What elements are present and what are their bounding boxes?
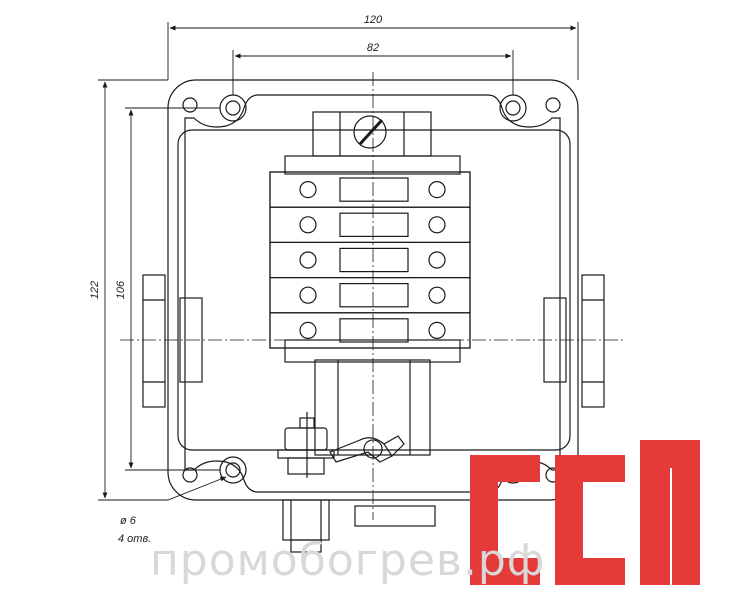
terminal-mount-post xyxy=(314,359,431,456)
mount-hole-bottom-left xyxy=(219,456,247,484)
dim-overall-width: 120 xyxy=(364,14,383,26)
terminal-label-plate xyxy=(339,212,409,237)
clamp-screw-icon xyxy=(353,115,387,149)
top-clamp xyxy=(312,111,432,157)
dim-hole-count: 4 отв. xyxy=(118,533,151,545)
dim-hole-spacing: 82 xyxy=(367,42,379,54)
terminal-screw-right-icon xyxy=(428,216,446,234)
corner-hole-top-right xyxy=(545,97,561,113)
terminal-row xyxy=(269,312,471,349)
cable-lug xyxy=(329,435,405,463)
inner-flange xyxy=(184,94,561,493)
terminal-screw-left-icon xyxy=(299,216,317,234)
terminal-label-plate xyxy=(339,283,409,308)
terminal-label-plate xyxy=(339,247,409,273)
corner-hole-bottom-left xyxy=(182,467,198,483)
dim-hole-diameter: ø 6 xyxy=(120,515,137,527)
mount-hole-top-right xyxy=(499,94,527,122)
terminal-screw-right-icon xyxy=(428,181,446,199)
terminal-screw-left-icon xyxy=(299,321,317,339)
terminal-row xyxy=(269,171,471,208)
terminal-screw-right-icon xyxy=(428,251,446,269)
terminal-screw-right-icon xyxy=(428,321,446,339)
terminal-label-plate xyxy=(339,318,409,343)
ground-bolt xyxy=(277,412,335,478)
terminal-screw-right-icon xyxy=(428,286,446,304)
dim-inner-height: 106 xyxy=(115,280,127,299)
right-gland xyxy=(543,274,605,408)
terminal-label-plate xyxy=(339,177,409,202)
left-gland xyxy=(142,274,203,408)
terminal-row xyxy=(269,241,471,279)
corner-hole-top-left xyxy=(182,97,198,113)
hole-leader xyxy=(150,476,227,501)
terminal-screw-left-icon xyxy=(299,181,317,199)
watermark-text: промобогрев.рф xyxy=(150,535,546,586)
terminal-screw-left-icon xyxy=(299,251,317,269)
terminal-row xyxy=(269,206,471,243)
dim-overall-height: 122 xyxy=(89,281,101,299)
bottom-cable-entry xyxy=(282,499,436,553)
terminal-row xyxy=(269,277,471,314)
company-logo xyxy=(470,440,700,585)
mount-hole-top-left xyxy=(219,94,247,122)
terminal-screw-left-icon xyxy=(299,286,317,304)
